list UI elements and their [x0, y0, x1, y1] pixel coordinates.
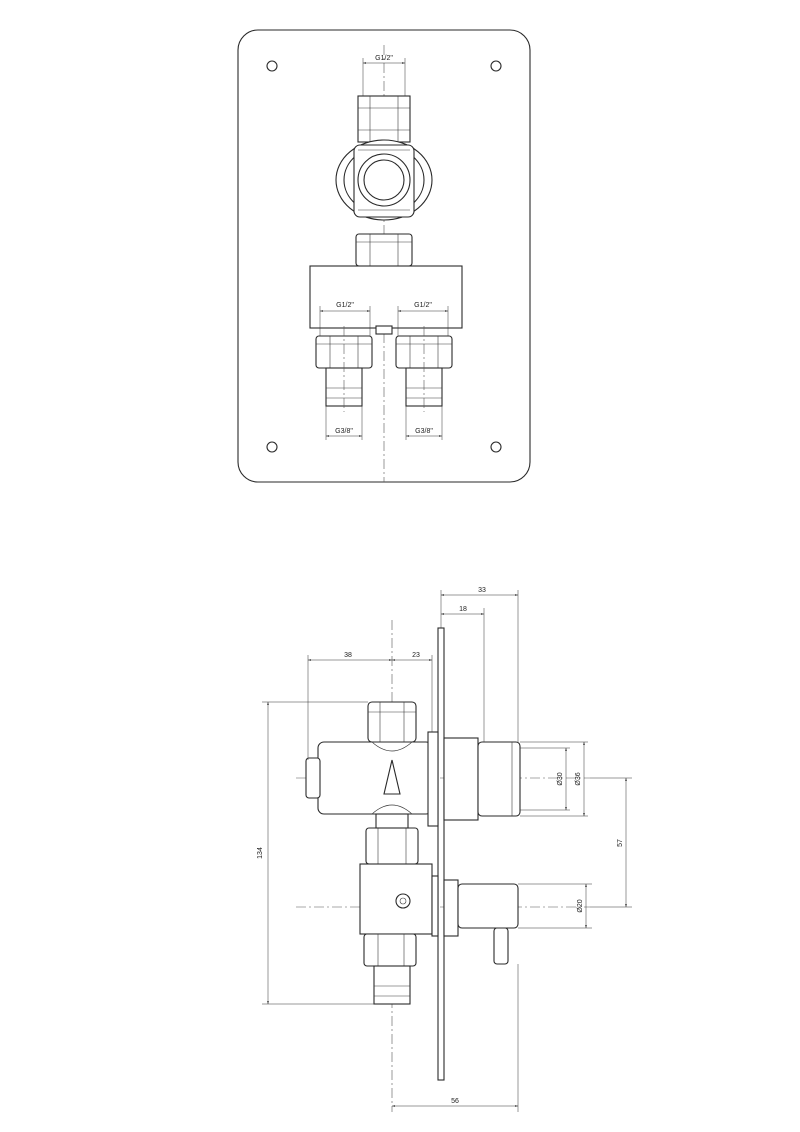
dim-connection-left: G3/8" [335, 428, 353, 435]
side-diverter-stem [443, 879, 459, 937]
mixer-block [309, 265, 463, 329]
inlet-stub [357, 95, 411, 143]
side-diverter-handle [457, 883, 519, 929]
side-view: 33 18 38 23 134 Ø30 Ø36 57 [257, 587, 632, 1112]
wall-plate [237, 29, 531, 483]
side-wall-plate [437, 627, 445, 1081]
dim-outlet-left-thread: G1/2" [336, 302, 354, 309]
dim-width-23: 23 [412, 652, 420, 659]
dim-outlet-right-thread: G1/2" [414, 302, 432, 309]
dim-spacing-57: 57 [617, 839, 624, 847]
mount-hole-top-right [490, 60, 502, 72]
side-lower-connector [373, 965, 411, 1005]
mount-hole-bottom-left [266, 441, 278, 453]
side-valve-body [317, 741, 433, 815]
front-view: G1/2" G1/2" G1/2" G3/8" [237, 29, 531, 483]
dim-diam-20: Ø20 [577, 899, 584, 912]
dim-height-134: 134 [257, 847, 264, 859]
dim-depth-33: 33 [478, 587, 486, 594]
mount-hole-top-left [266, 60, 278, 72]
side-cartridge [477, 741, 521, 817]
valve-bore-outer [357, 153, 411, 207]
dim-diam-30: Ø30 [557, 772, 564, 785]
dim-width-38: 38 [344, 652, 352, 659]
dim-connection-right: G3/8" [415, 428, 433, 435]
dim-depth-18: 18 [459, 606, 467, 613]
mount-hole-bottom-right [490, 441, 502, 453]
dim-inlet-thread: G1/2" [375, 55, 393, 62]
dim-total-56: 56 [451, 1098, 459, 1105]
flow-indicator-icon [383, 759, 401, 795]
dim-diam-36: Ø36 [575, 772, 582, 785]
valve-bore-inner [363, 159, 405, 201]
hex-nut-upper [355, 233, 413, 267]
